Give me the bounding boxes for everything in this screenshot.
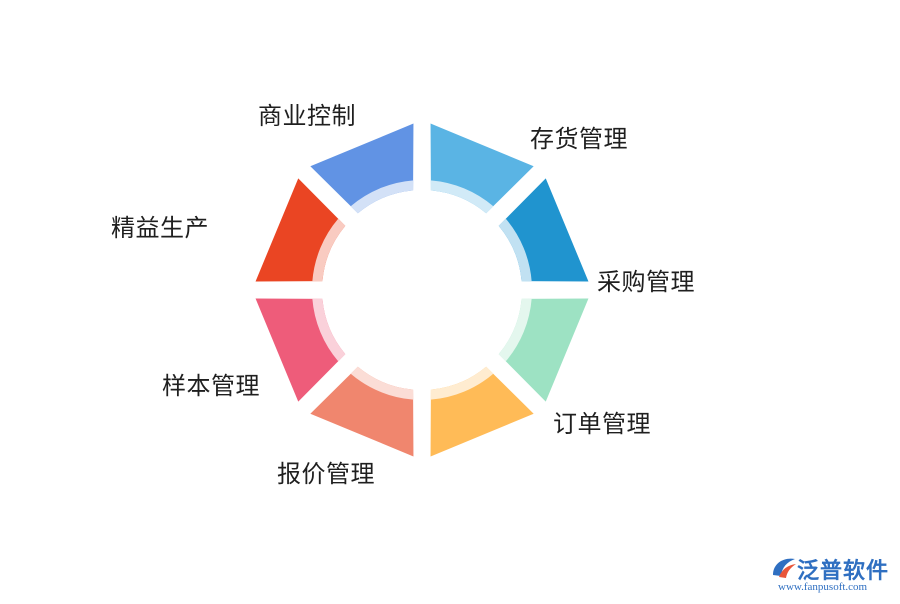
brand-logo: 泛普软件 www.fanpusoft.com bbox=[770, 553, 892, 597]
ring-segment-inner-band-5 bbox=[350, 366, 414, 400]
segment-label-orders: 订单管理 bbox=[553, 410, 651, 438]
logo-url: www.fanpusoft.com bbox=[778, 581, 868, 593]
segment-label-quotes: 报价管理 bbox=[277, 460, 375, 488]
ring-segment-inner-band-0 bbox=[350, 180, 414, 214]
logo-wordmark: 泛普软件 bbox=[797, 559, 890, 584]
segment-label-business-control: 商业控制 bbox=[258, 102, 356, 130]
ring-segment-inner-band-4 bbox=[430, 366, 494, 400]
ring-segment-inner-band-2 bbox=[498, 218, 532, 282]
ring-segment-inner-band-1 bbox=[430, 180, 494, 214]
ring-segment-inner-band-3 bbox=[498, 298, 532, 362]
fanpu-logo-icon bbox=[773, 558, 796, 578]
segment-label-purchasing: 采购管理 bbox=[597, 268, 695, 296]
segment-label-inventory: 存货管理 bbox=[530, 125, 628, 153]
ring-segment-inner-band-7 bbox=[312, 218, 346, 282]
ring-segment-inner-band-6 bbox=[312, 298, 346, 362]
segment-label-samples: 样本管理 bbox=[162, 372, 260, 400]
segment-label-lean-production: 精益生产 bbox=[111, 214, 209, 242]
ring-segments bbox=[255, 123, 589, 457]
ring-center bbox=[323, 191, 521, 389]
